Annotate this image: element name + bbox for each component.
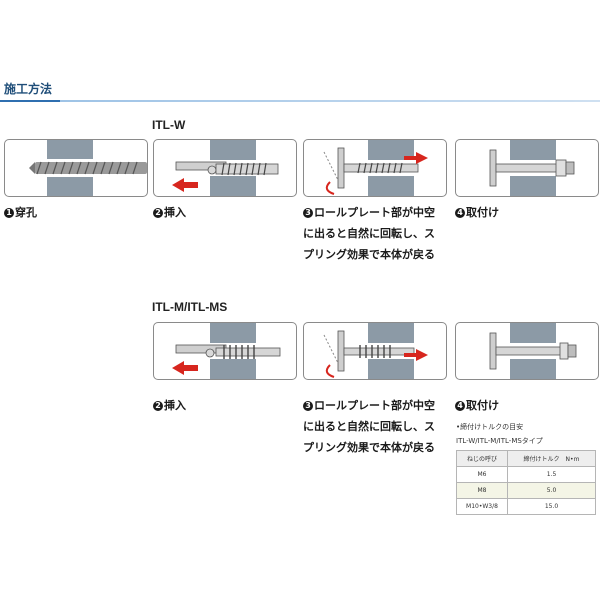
column-header-thread: ねじの呼び bbox=[456, 450, 508, 467]
torque-table: ねじの呼び 締付けトルク N•m M6 1.5 M8 5.0 M10•W3/8 … bbox=[456, 450, 597, 515]
caption-text: 取付け bbox=[466, 206, 499, 219]
cell-thread: M6 bbox=[456, 466, 508, 483]
caption-line: ロールプレート部が中空 bbox=[314, 399, 435, 412]
caption-text: 穿孔 bbox=[15, 206, 37, 219]
series-label-itl-m: ITL-M/ITL-MS bbox=[152, 300, 228, 314]
illustration-drilling bbox=[4, 139, 148, 197]
step-number-badge: 1 bbox=[4, 208, 14, 218]
cell-torque: 15.0 bbox=[506, 498, 597, 515]
step-number-badge: 4 bbox=[455, 208, 465, 218]
illustration-fasten-itl-w bbox=[455, 139, 599, 197]
step-number-badge: 2 bbox=[153, 208, 163, 218]
caption-line: プリング効果で本体が戻る bbox=[303, 441, 435, 454]
cell-thread: M10•W3/8 bbox=[456, 498, 508, 515]
cell-thread: M8 bbox=[456, 482, 508, 499]
torque-type-label: ITL-W/ITL-M/ITL-MSタイプ bbox=[456, 437, 543, 445]
section-title-rule bbox=[0, 100, 600, 102]
illustration-insert-itl-m bbox=[153, 322, 297, 380]
caption-line: プリング効果で本体が戻る bbox=[303, 248, 435, 261]
step-number-badge: 3 bbox=[303, 401, 313, 411]
cell-torque: 1.5 bbox=[506, 466, 597, 483]
table-row: M8 5.0 bbox=[456, 482, 597, 499]
caption-text: 挿入 bbox=[164, 399, 186, 412]
step-number-badge: 3 bbox=[303, 208, 313, 218]
table-row: M10•W3/8 15.0 bbox=[456, 498, 597, 515]
illustration-rotate-itl-w bbox=[303, 139, 447, 197]
caption-text: 挿入 bbox=[164, 206, 186, 219]
illustration-fasten-itl-m bbox=[455, 322, 599, 380]
section-title: 施工方法 bbox=[4, 82, 53, 96]
torque-note: •締付けトルクの目安 bbox=[456, 423, 524, 431]
cell-torque: 5.0 bbox=[506, 482, 597, 499]
column-header-torque: 締付けトルク N•m bbox=[506, 450, 597, 467]
illustration-insert-itl-w bbox=[153, 139, 297, 197]
caption-line: に出ると自然に回転し、ス bbox=[303, 227, 435, 240]
table-row: M6 1.5 bbox=[456, 466, 597, 483]
step-number-badge: 2 bbox=[153, 401, 163, 411]
table-header-row: ねじの呼び 締付けトルク N•m bbox=[456, 450, 597, 467]
series-label-itl-w: ITL-W bbox=[152, 118, 186, 132]
caption-text: 取付け bbox=[466, 399, 499, 412]
caption-line: ロールプレート部が中空 bbox=[314, 206, 435, 219]
illustration-rotate-itl-m bbox=[303, 322, 447, 380]
step-number-badge: 4 bbox=[455, 401, 465, 411]
caption-line: に出ると自然に回転し、ス bbox=[303, 420, 435, 433]
